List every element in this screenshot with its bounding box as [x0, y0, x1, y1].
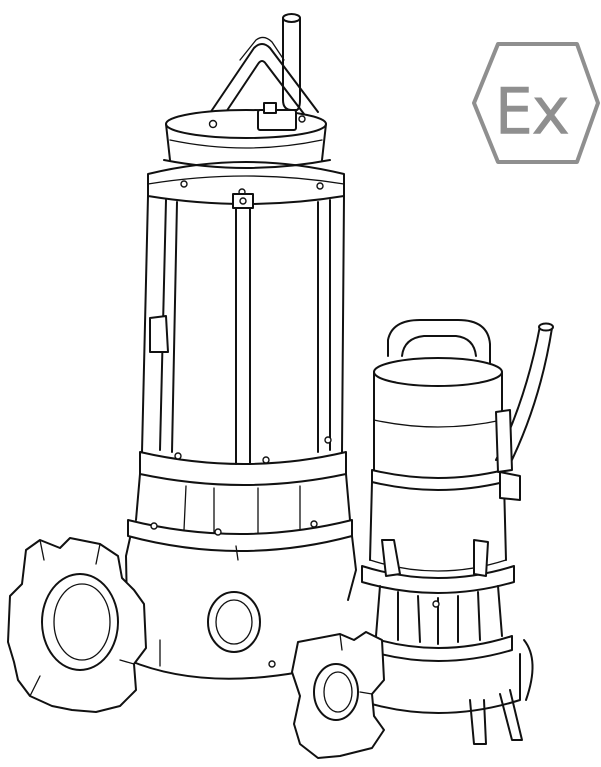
power-cable	[282, 13, 301, 111]
discharge-flange	[7, 537, 147, 713]
small-pump-motor	[369, 357, 521, 561]
small-pump-cage	[361, 539, 515, 662]
ex-hexagon-icon	[472, 42, 600, 164]
large-submersible-pump	[7, 13, 357, 713]
lifting-handle	[207, 36, 319, 119]
small-submersible-pump	[291, 319, 554, 759]
motor-housing	[139, 193, 347, 486]
small-pump-discharge-flange	[291, 631, 385, 759]
ex-certification-mark: Ex	[472, 42, 600, 164]
ex-label: Ex	[495, 77, 568, 147]
small-pump-handle	[387, 319, 491, 365]
motor-top-cap	[165, 102, 327, 161]
